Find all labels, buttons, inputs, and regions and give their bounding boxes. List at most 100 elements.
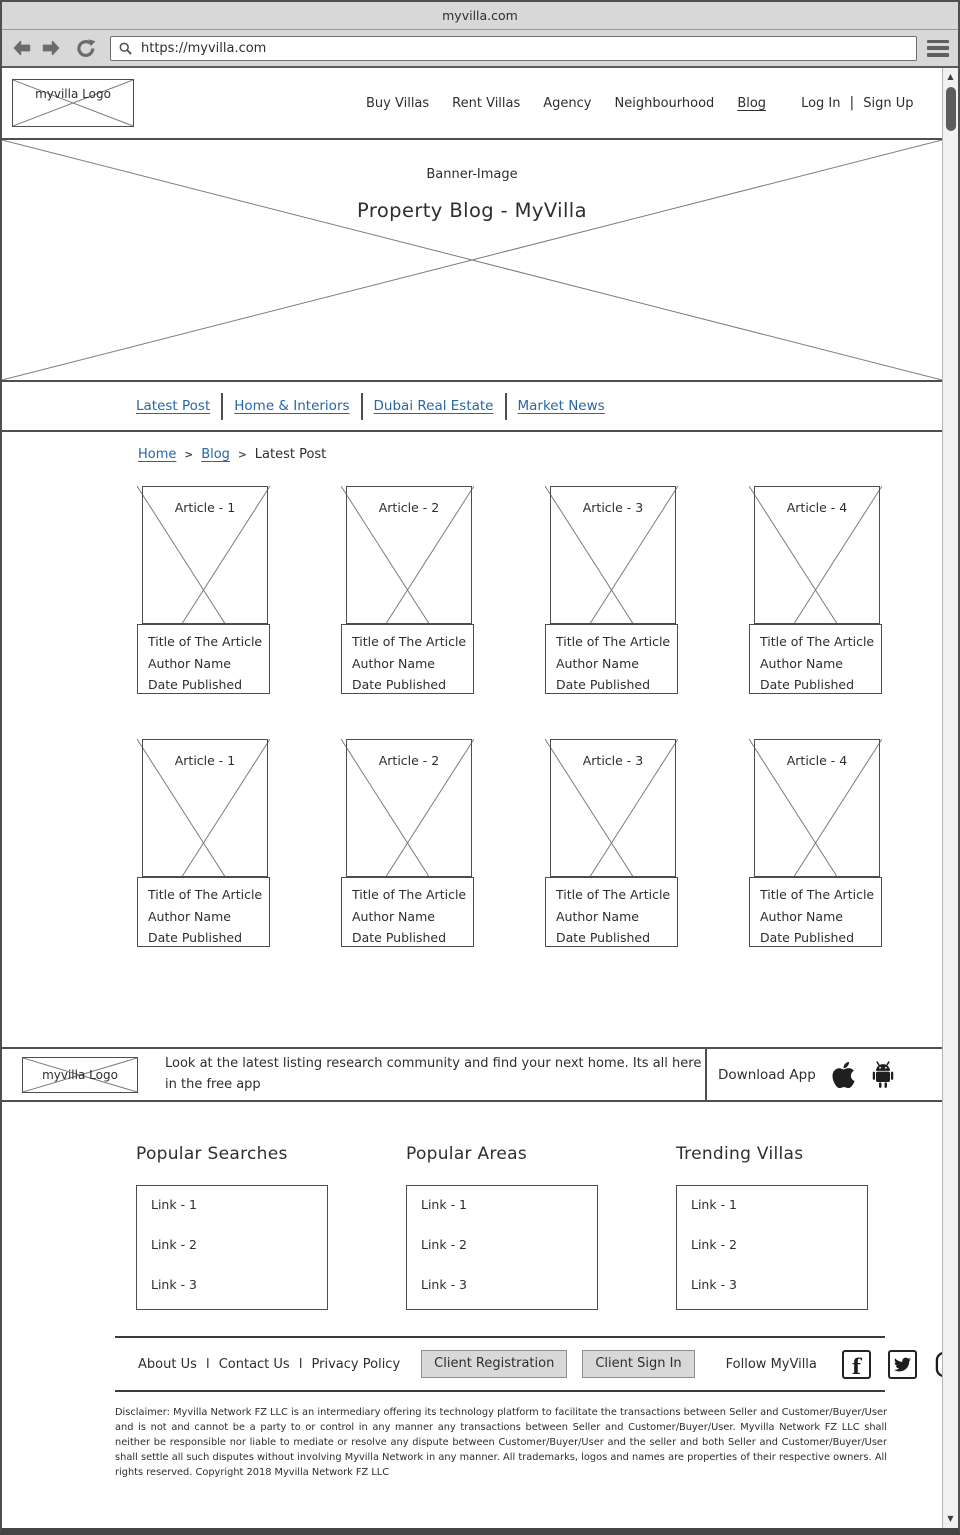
nav-item-buy-villas[interactable]: Buy Villas [366, 95, 430, 111]
article-title[interactable]: Title of The Article [148, 887, 263, 902]
article-card[interactable]: Article - 4 Title of The Article Author … [749, 486, 882, 694]
divider [221, 392, 224, 420]
article-title[interactable]: Title of The Article [148, 634, 263, 649]
article-image-label: Article - 2 [378, 500, 440, 515]
menu-bar [927, 53, 949, 57]
article-info: Title of The Article Author Name Date Pu… [749, 624, 882, 694]
article-image-placeholder: Article - 1 [142, 486, 268, 624]
footer-column-popular-areas: Popular Areas Link - 1 Link - 2 Link - 3 [406, 1144, 598, 1310]
subnav-market-news[interactable]: Market News [517, 398, 605, 414]
nav-item-neighbourhood[interactable]: Neighbourhood [614, 95, 715, 111]
instagram-icon[interactable] [934, 1350, 942, 1379]
forward-arrow-icon [42, 40, 60, 56]
android-play-store-icon[interactable] [870, 1060, 896, 1089]
forward-button[interactable] [40, 37, 62, 59]
url-input[interactable] [139, 39, 909, 57]
footer-link[interactable]: Link - 3 [151, 1277, 198, 1292]
footer-link[interactable]: Link - 2 [151, 1237, 198, 1252]
article-title[interactable]: Title of The Article [556, 634, 671, 649]
article-author: Author Name [760, 655, 843, 671]
article-card[interactable]: Article - 1 Title of The Article Author … [137, 486, 270, 694]
footer-link[interactable]: Link - 1 [151, 1197, 198, 1212]
chevron-right-icon: > [237, 448, 247, 461]
article-author: Author Name [352, 908, 435, 924]
article-title[interactable]: Title of The Article [556, 887, 671, 902]
app-strip-right: Download App [705, 1049, 942, 1100]
article-image-label: Article - 3 [582, 753, 644, 768]
footer-columns: Popular Searches Link - 1 Link - 2 Link … [136, 1144, 942, 1310]
nav-item-agency[interactable]: Agency [543, 95, 592, 111]
article-title[interactable]: Title of The Article [760, 887, 875, 902]
article-info: Title of The Article Author Name Date Pu… [545, 624, 678, 694]
scrollbar-thumb[interactable] [945, 87, 956, 131]
contact-us-link[interactable]: Contact Us [218, 1356, 290, 1372]
article-title[interactable]: Title of The Article [352, 887, 467, 902]
apple-app-store-icon[interactable] [831, 1060, 856, 1090]
footer-link[interactable]: Link - 2 [691, 1237, 738, 1252]
article-card[interactable]: Article - 1 Title of The Article Author … [137, 739, 270, 947]
subnav-latest-post[interactable]: Latest Post [136, 398, 211, 414]
back-button[interactable] [11, 37, 33, 59]
article-card[interactable]: Article - 4 Title of The Article Author … [749, 739, 882, 947]
scroll-down-arrow-icon[interactable]: ▼ [947, 1514, 954, 1523]
footer-link[interactable]: Link - 1 [691, 1197, 738, 1212]
auth-links: Log In | Sign Up [801, 95, 913, 111]
twitter-icon[interactable] [887, 1349, 917, 1379]
page-viewport: myvilla Logo Buy Villas Rent Villas Agen… [2, 68, 958, 1528]
privacy-policy-link[interactable]: Privacy Policy [311, 1356, 401, 1372]
article-author: Author Name [148, 908, 231, 924]
client-sign-in-button[interactable]: Client Sign In [582, 1350, 695, 1378]
article-date: Date Published [556, 677, 651, 692]
about-us-link[interactable]: About Us [138, 1356, 197, 1372]
nav-item-blog[interactable]: Blog [737, 95, 767, 111]
article-image-placeholder: Article - 2 [346, 486, 472, 624]
login-link[interactable]: Log In [801, 95, 841, 111]
footer-bottom-row: About Us I Contact Us I Privacy Policy C… [138, 1347, 942, 1381]
download-app-label: Download App [718, 1066, 816, 1083]
article-grid: Article - 1 Title of The Article Author … [137, 486, 942, 947]
article-image-placeholder: Article - 2 [346, 739, 472, 877]
footer-link[interactable]: Link - 1 [421, 1197, 468, 1212]
app-promo-text: Look at the latest listing research comm… [165, 1056, 702, 1092]
subnav-home-interiors[interactable]: Home & Interiors [234, 398, 350, 414]
article-info: Title of The Article Author Name Date Pu… [137, 877, 270, 947]
breadcrumb-blog[interactable]: Blog [201, 447, 230, 462]
browser-menu-button[interactable] [927, 39, 949, 57]
article-card[interactable]: Article - 2 Title of The Article Author … [341, 739, 474, 947]
footer-link[interactable]: Link - 3 [691, 1277, 738, 1292]
article-card[interactable]: Article - 2 Title of The Article Author … [341, 486, 474, 694]
app-strip-left: myvilla Logo Look at the latest listing … [2, 1049, 705, 1100]
footer-link[interactable]: Link - 3 [421, 1277, 468, 1292]
browser-tab[interactable]: myvilla.com [2, 2, 958, 30]
footer-link[interactable]: Link - 2 [421, 1237, 468, 1252]
article-image-label: Article - 3 [582, 500, 644, 515]
article-info: Title of The Article Author Name Date Pu… [545, 877, 678, 947]
breadcrumb: Home > Blog > Latest Post [138, 447, 942, 462]
banner-image-placeholder: Banner-Image Property Blog - MyVilla [2, 140, 942, 382]
menu-bar [927, 46, 949, 50]
facebook-icon[interactable]: f [841, 1349, 871, 1379]
social-icons: f [825, 1349, 942, 1379]
scroll-up-arrow-icon[interactable]: ▲ [947, 72, 954, 81]
client-registration-button[interactable]: Client Registration [421, 1350, 568, 1378]
site-logo[interactable]: myvilla Logo [12, 79, 134, 127]
vertical-scrollbar[interactable]: ▲ ▼ [942, 68, 958, 1528]
address-bar[interactable] [110, 35, 917, 61]
signup-link[interactable]: Sign Up [863, 95, 914, 111]
article-card[interactable]: Article - 3 Title of The Article Author … [545, 739, 678, 947]
back-arrow-icon [13, 40, 31, 56]
page-title: Property Blog - MyVilla [357, 199, 587, 222]
article-date: Date Published [148, 930, 243, 945]
breadcrumb-home[interactable]: Home [138, 447, 177, 462]
subnav-dubai-real-estate[interactable]: Dubai Real Estate [373, 398, 494, 414]
article-title[interactable]: Title of The Article [760, 634, 875, 649]
reload-button[interactable] [75, 37, 97, 59]
article-card[interactable]: Article - 3 Title of The Article Author … [545, 486, 678, 694]
placeholder-cross-icon [13, 80, 133, 126]
divider [115, 1390, 885, 1392]
column-title: Popular Searches [136, 1144, 288, 1164]
nav-item-rent-villas[interactable]: Rent Villas [452, 95, 521, 111]
article-title[interactable]: Title of The Article [352, 634, 467, 649]
link-list: Link - 1 Link - 2 Link - 3 [136, 1185, 328, 1310]
